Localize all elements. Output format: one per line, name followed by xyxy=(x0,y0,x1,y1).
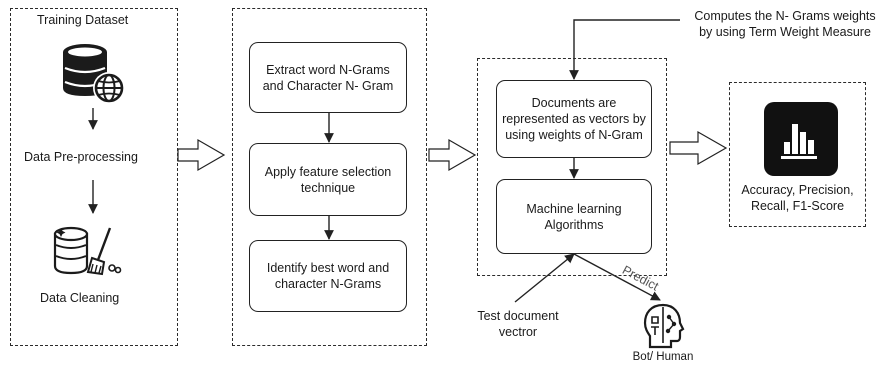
weights-annotation-line1: Computes the N- Grams weights xyxy=(694,9,876,23)
data-preprocessing-label: Data Pre-processing xyxy=(24,150,138,164)
hollow-arrow-2 xyxy=(428,138,477,172)
bar-chart-icon xyxy=(764,102,838,176)
test-document-line1: Test document xyxy=(477,309,559,323)
document-vectors-box: Documents are represented as vectors by … xyxy=(496,80,652,158)
bot-human-icon xyxy=(643,303,685,349)
weights-annotation-line2: by using Term Weight Measure xyxy=(699,25,871,39)
arrow-weights-to-vectors xyxy=(569,19,680,80)
test-document-annotation: Test document vectror xyxy=(468,308,568,340)
extract-ngrams-box: Extract word N-Grams and Character N- Gr… xyxy=(249,42,407,113)
database-broom-icon xyxy=(53,226,122,276)
bot-human-label: Bot/ Human xyxy=(632,351,694,363)
metrics-panel xyxy=(729,82,866,227)
test-document-line2: vectror xyxy=(498,325,538,339)
best-ngrams-box: Identify best word and character N-Grams xyxy=(249,240,407,312)
training-dataset-panel xyxy=(10,8,178,346)
vector-ml-panel xyxy=(477,58,667,276)
metrics-label: Accuracy, Precision, Recall, F1-Score xyxy=(731,182,864,214)
ngram-extraction-panel xyxy=(232,8,427,346)
training-dataset-title: Training Dataset xyxy=(37,13,129,27)
data-cleaning-label: Data Cleaning xyxy=(40,291,120,305)
metrics-line2: Recall, F1-Score xyxy=(750,199,845,213)
hollow-arrow-1 xyxy=(177,138,226,172)
weights-annotation: Computes the N- Grams weights by using T… xyxy=(682,8,888,40)
arrow-ml-to-bot xyxy=(573,253,661,301)
arrow-test-to-ml xyxy=(514,253,575,303)
hollow-arrow-3 xyxy=(669,130,728,166)
database-globe-icon xyxy=(63,44,125,104)
ml-algorithms-box: Machine learning Algorithms xyxy=(496,179,652,254)
feature-selection-box: Apply feature selection technique xyxy=(249,143,407,216)
metrics-line1: Accuracy, Precision, xyxy=(741,183,854,197)
